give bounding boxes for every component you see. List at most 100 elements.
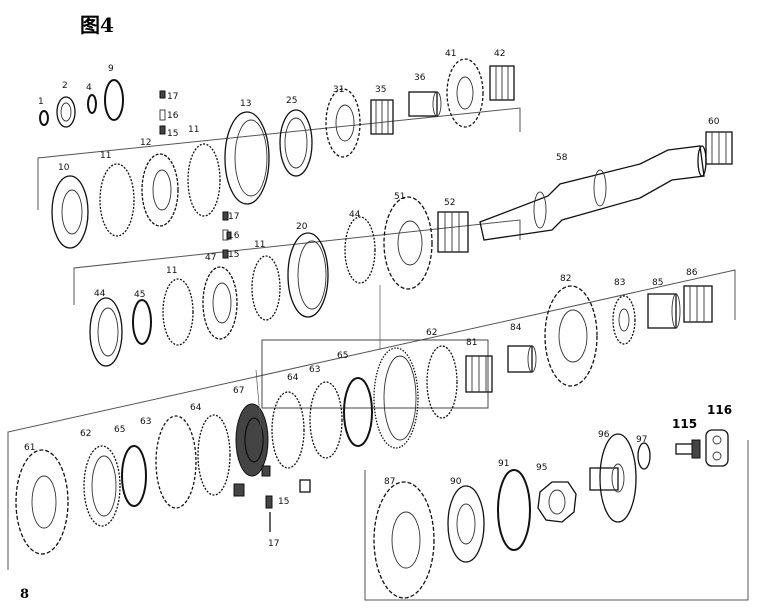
subassembly-outline bbox=[261, 339, 489, 409]
part-45-snap-ring bbox=[132, 299, 152, 345]
part-51-gear bbox=[383, 196, 433, 290]
part-36-bushing bbox=[408, 91, 442, 117]
label-11d: 11 bbox=[166, 266, 177, 276]
figure-title: 图4 bbox=[80, 13, 114, 37]
part-62-hub bbox=[83, 445, 121, 527]
part-66-sleeve bbox=[373, 347, 419, 449]
part-47-gear bbox=[202, 266, 238, 340]
group-box-2 bbox=[73, 219, 521, 305]
label-85: 85 bbox=[652, 278, 663, 288]
label-52: 52 bbox=[444, 198, 455, 208]
label-44b: 44 bbox=[94, 289, 106, 299]
label-61: 61 bbox=[24, 443, 35, 453]
part-62-synchro-ring bbox=[426, 345, 458, 419]
part-44-synchro-ring bbox=[344, 216, 376, 284]
label-2: 2 bbox=[62, 81, 68, 91]
part-115-bolt bbox=[675, 439, 701, 459]
label-17c: 17 bbox=[268, 539, 279, 549]
part-84-bushing bbox=[507, 345, 537, 373]
part-81-bearing bbox=[465, 355, 493, 393]
part-11-synchro-ring bbox=[99, 163, 135, 237]
part-17-16-15-detent-b bbox=[222, 211, 229, 259]
part-41-gear bbox=[446, 58, 484, 128]
label-20: 20 bbox=[296, 222, 308, 232]
label-115: 115 bbox=[672, 417, 697, 431]
part-58-mainshaft bbox=[479, 145, 707, 241]
label-42: 42 bbox=[494, 49, 505, 59]
part-83-gear bbox=[612, 295, 636, 345]
label-10: 10 bbox=[58, 163, 70, 173]
label-15: 15 bbox=[167, 129, 178, 139]
label-86: 86 bbox=[686, 268, 698, 278]
part-12-hub bbox=[141, 153, 179, 227]
label-17b: 17 bbox=[228, 212, 239, 222]
label-81: 81 bbox=[466, 338, 477, 348]
part-63-sleeve bbox=[155, 415, 197, 509]
group-box-1 bbox=[37, 107, 521, 210]
part-11-synchro-ring-b bbox=[187, 143, 221, 217]
part-31-gear bbox=[325, 88, 361, 158]
label-67: 67 bbox=[233, 386, 244, 396]
part-17-16-15-detent-c bbox=[226, 231, 232, 240]
label-47: 47 bbox=[205, 253, 216, 263]
part-86-bearing bbox=[683, 285, 713, 323]
part-65-snap-ring-b bbox=[121, 445, 147, 507]
label-31: 31 bbox=[333, 85, 344, 95]
label-17: 17 bbox=[167, 92, 178, 102]
label-58: 58 bbox=[556, 153, 568, 163]
label-65: 65 bbox=[114, 425, 125, 435]
part-87-gear bbox=[373, 481, 435, 599]
label-116: 116 bbox=[707, 403, 732, 417]
label-95: 95 bbox=[536, 463, 547, 473]
part-95-nut bbox=[537, 481, 577, 523]
label-11: 11 bbox=[100, 151, 111, 161]
label-12: 12 bbox=[140, 138, 151, 148]
part-85-bushing bbox=[647, 293, 681, 329]
part-25-synchro-ring bbox=[279, 109, 313, 177]
label-82: 82 bbox=[560, 274, 571, 284]
label-16b: 16 bbox=[228, 231, 240, 241]
label-64: 64 bbox=[190, 403, 202, 413]
label-35: 35 bbox=[375, 85, 386, 95]
part-61-gear bbox=[15, 449, 69, 555]
label-15b: 15 bbox=[228, 250, 239, 260]
part-1-washer bbox=[39, 110, 49, 126]
label-63: 63 bbox=[140, 417, 151, 427]
part-60-bearing bbox=[705, 131, 733, 165]
label-65b: 65 bbox=[337, 351, 348, 361]
part-90-bearing bbox=[447, 485, 485, 563]
label-16: 16 bbox=[167, 111, 179, 121]
label-96: 96 bbox=[598, 430, 610, 440]
leader-line-67 bbox=[255, 369, 263, 441]
part-42-bearing bbox=[489, 65, 515, 101]
part-116-lock-plate bbox=[705, 429, 729, 467]
label-11c: 11 bbox=[254, 240, 265, 250]
label-87: 87 bbox=[384, 477, 395, 487]
label-1: 1 bbox=[38, 97, 44, 107]
part-64-synchro-ring bbox=[271, 391, 305, 469]
label-51: 51 bbox=[394, 192, 405, 202]
part-10-bearing bbox=[51, 175, 89, 249]
label-97: 97 bbox=[636, 435, 647, 445]
part-96-flange bbox=[589, 433, 637, 523]
part-63-synchro-ring bbox=[309, 381, 343, 459]
part-20-sleeve bbox=[287, 232, 329, 318]
part-44-bearing bbox=[89, 297, 123, 367]
label-64b: 64 bbox=[287, 373, 299, 383]
label-41: 41 bbox=[445, 49, 456, 59]
label-11b: 11 bbox=[188, 125, 199, 135]
label-4: 4 bbox=[86, 83, 92, 93]
part-11-synchro-ring-c bbox=[251, 255, 281, 321]
part-67-hub bbox=[233, 403, 311, 532]
label-90: 90 bbox=[450, 477, 462, 487]
label-9: 9 bbox=[108, 64, 114, 74]
part-91-snap-ring bbox=[497, 469, 531, 551]
label-13: 13 bbox=[240, 99, 251, 109]
label-60: 60 bbox=[708, 117, 720, 127]
page-number: 8 bbox=[20, 587, 29, 602]
label-44: 44 bbox=[349, 210, 361, 220]
group-box-3 bbox=[7, 269, 736, 570]
part-11-synchro-ring-d bbox=[162, 278, 194, 346]
